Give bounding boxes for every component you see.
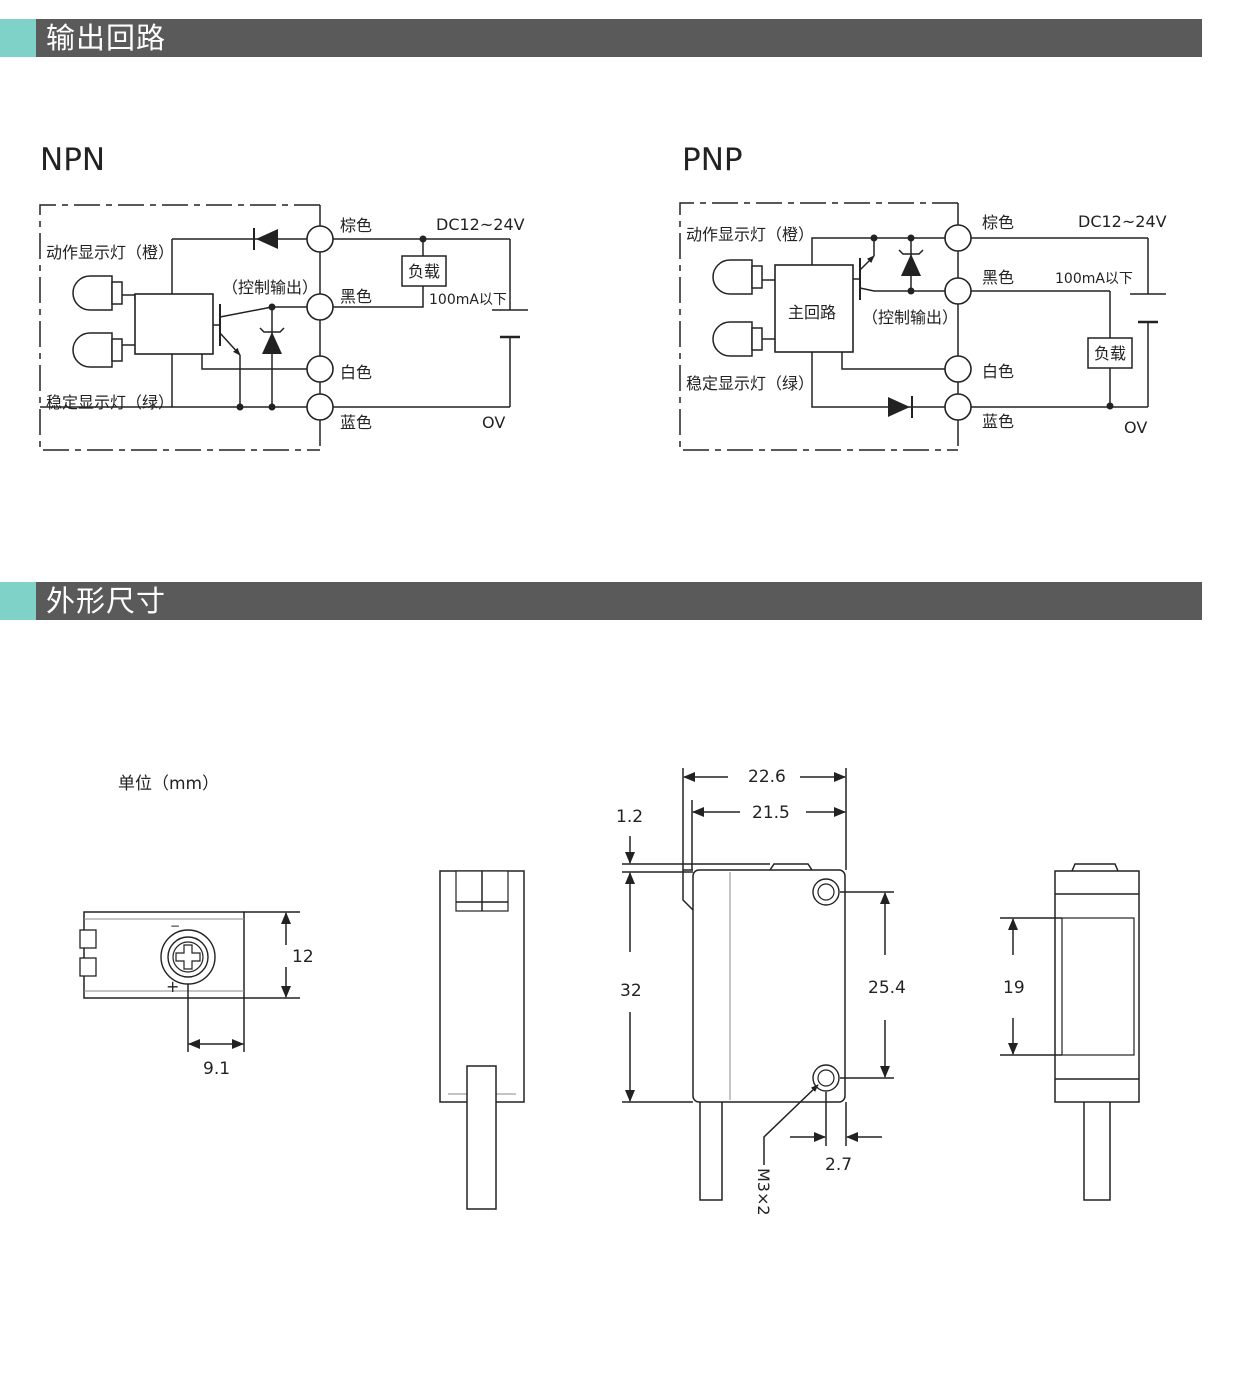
dim-1-2: 1.2 xyxy=(616,807,643,827)
minus-mark: − xyxy=(170,919,180,933)
npn-load-box xyxy=(401,255,447,287)
diode-icon xyxy=(256,229,278,249)
terminal-brown xyxy=(306,225,334,253)
npn-load-label: 负载 xyxy=(408,262,440,281)
dim-19: 19 xyxy=(1003,978,1025,998)
npn-main-block xyxy=(134,293,214,355)
pnp-wire-blue: 蓝色 xyxy=(982,412,1014,431)
section-title: 外形尺寸 xyxy=(46,584,167,618)
right-view: 19 xyxy=(1000,863,1140,1201)
npn-wire-blue: 蓝色 xyxy=(340,413,372,432)
diode-icon xyxy=(888,397,910,417)
zener-diode-icon xyxy=(901,254,921,276)
dim-9-1: 9.1 xyxy=(203,1059,230,1079)
terminal-white xyxy=(944,355,972,383)
dim-32: 32 xyxy=(620,981,642,1001)
front-view: 22.6 21.5 1.2 32 25.4 2.7 M3×2 xyxy=(616,767,906,1216)
npn-control-output-label: （控制输出） xyxy=(222,278,318,297)
pnp-current: 100mA以下 xyxy=(1055,271,1133,287)
pnp-enclosure xyxy=(679,202,958,451)
dim-2-7: 2.7 xyxy=(825,1155,852,1175)
adjust-knob-icon xyxy=(160,929,216,985)
plus-mark: + xyxy=(166,977,179,996)
terminal-black xyxy=(306,293,334,321)
pnp-wire-brown: 棕色 xyxy=(982,213,1014,232)
pnp-main-circuit-label: 主回路 xyxy=(788,303,836,322)
section-header-output-circuit: 输出回路 xyxy=(0,19,1202,57)
lamp-green-icon xyxy=(712,321,775,357)
npn-supply: DC12~24V xyxy=(436,215,525,234)
pnp-ground: OV xyxy=(1124,418,1147,437)
terminal-brown xyxy=(944,224,972,252)
dim-m3: M3×2 xyxy=(754,1168,773,1216)
pnp-title: PNP xyxy=(682,142,743,178)
npn-wire-brown: 棕色 xyxy=(340,216,372,235)
npn-lamp-action-label: 动作显示灯（橙） xyxy=(46,243,174,262)
section-title: 输出回路 xyxy=(46,21,167,55)
pnp-supply: DC12~24V xyxy=(1078,212,1167,231)
pnp-wire-black: 黑色 xyxy=(982,268,1014,287)
pnp-circuit: PNP 主回路 xyxy=(679,142,1167,451)
npn-current: 100mA以下 xyxy=(429,292,507,308)
npn-ground: OV xyxy=(482,413,505,432)
pnp-control-output-label: （控制输出） xyxy=(862,308,958,327)
terminal-blue xyxy=(944,393,972,421)
pnp-wire-white: 白色 xyxy=(982,362,1014,381)
npn-lamp-stable-label: 稳定显示灯（绿） xyxy=(46,393,174,412)
pnp-main-block xyxy=(774,264,854,353)
pnp-lamp-stable-label: 稳定显示灯（绿） xyxy=(686,374,814,393)
terminal-black xyxy=(944,277,972,305)
terminal-blue xyxy=(306,393,334,421)
zener-diode-icon xyxy=(262,332,282,354)
section-accent xyxy=(0,19,36,57)
npn-wire-black: 黑色 xyxy=(340,287,372,306)
dim-22-6: 22.6 xyxy=(748,767,786,787)
npn-circuit: NPN xyxy=(39,142,528,451)
lamp-orange-icon xyxy=(72,275,136,311)
pnp-load-box xyxy=(1087,337,1133,369)
section-accent xyxy=(0,582,36,620)
lamp-orange-icon xyxy=(712,259,775,295)
back-view: − + 12 9.1 xyxy=(79,911,314,1079)
lamp-green-icon xyxy=(72,332,135,368)
section-header-dimensions: 外形尺寸 xyxy=(0,582,1202,620)
npn-wire-white: 白色 xyxy=(340,363,372,382)
pnp-load-label: 负载 xyxy=(1094,344,1126,363)
pnp-lamp-action-label: 动作显示灯（橙） xyxy=(686,225,814,244)
npn-enclosure xyxy=(39,204,320,451)
side-view xyxy=(439,870,525,1210)
dim-21-5: 21.5 xyxy=(752,803,790,823)
dim-12: 12 xyxy=(292,947,314,967)
terminal-white xyxy=(306,355,334,383)
npn-title: NPN xyxy=(40,142,105,178)
dim-25-4: 25.4 xyxy=(868,978,906,998)
unit-label: 单位（mm） xyxy=(118,774,219,794)
